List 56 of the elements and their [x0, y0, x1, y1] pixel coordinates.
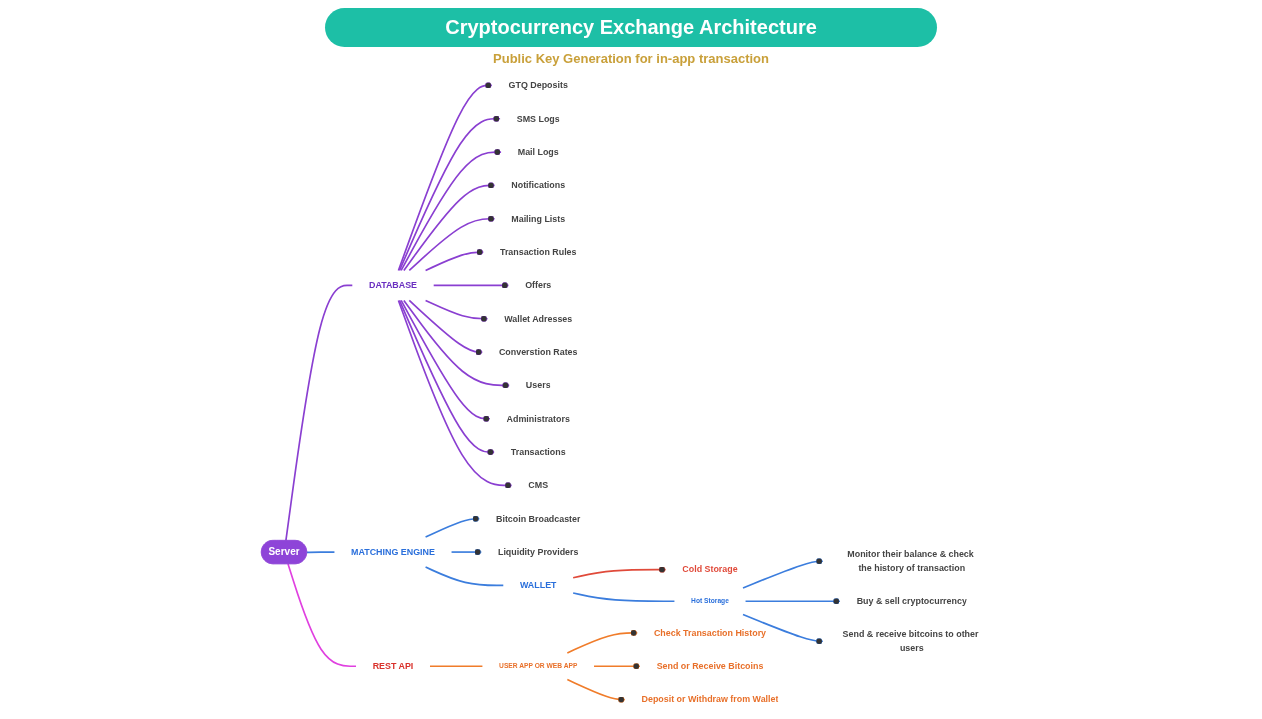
connector: [403, 299, 511, 389]
connector: [450, 548, 483, 556]
title-banner: Cryptocurrency Exchange Architecture: [325, 8, 937, 47]
connector: [398, 115, 501, 272]
connector: [742, 557, 824, 589]
connector: [397, 299, 513, 489]
note: Public Key Generation for in-app transaction: [493, 51, 769, 66]
node-text: Mail Logs: [517, 147, 559, 157]
connector: [306, 551, 336, 554]
connector: [429, 665, 484, 668]
node-text: Transactions: [510, 447, 566, 457]
connector: [424, 248, 485, 272]
node-text: DATABASE: [368, 280, 418, 290]
node-text: MATCHING ENGINE: [351, 547, 435, 557]
connector: [403, 182, 496, 272]
connector: [400, 299, 491, 423]
connector: [400, 148, 502, 272]
node-text: Buy & sell cryptocurrency: [856, 596, 967, 606]
connector: [572, 566, 667, 579]
node-text: Converstion Rates: [498, 347, 578, 357]
node-text: Send or Receive Bitcoins: [656, 661, 764, 671]
connector: [424, 515, 481, 538]
connector: [742, 613, 824, 645]
node-text: Monitor their balance & check the history of transaction: [847, 549, 974, 573]
connector: [285, 284, 354, 542]
connector: [566, 629, 639, 654]
connector: [424, 299, 489, 323]
node-text: REST API: [372, 661, 414, 671]
connector: [408, 299, 484, 356]
node-text: Cold Storage: [682, 564, 738, 575]
node-text: Notifications: [511, 180, 566, 190]
connector: [408, 215, 496, 272]
node-text: Administrators: [506, 413, 570, 424]
node-text: CMS: [528, 480, 549, 490]
node-text: Bitcoin Broadcaster: [495, 513, 581, 524]
connector: [432, 282, 510, 289]
node-text: SMS Logs: [516, 113, 560, 124]
node-text: Mailing Lists: [511, 213, 566, 224]
node-text: WALLET: [519, 580, 557, 590]
connector: [566, 678, 626, 703]
node-text: Users: [525, 380, 551, 390]
node-text: Deposit or Withdraw from Wallet: [641, 694, 779, 704]
connector: [572, 592, 676, 603]
node-text: Liquidity Providers: [497, 547, 579, 557]
node-text: Send & receive bitcoins to other users: [842, 629, 979, 653]
connector: [424, 566, 505, 587]
connector: [744, 597, 841, 605]
connector: [593, 662, 641, 670]
node-text: Wallet Adresses: [504, 313, 573, 324]
connector: [287, 563, 357, 668]
node-text: Offers: [525, 280, 552, 290]
connector: [398, 299, 495, 456]
node-text: Check Transaction History: [653, 627, 767, 638]
connector: [397, 82, 493, 272]
node-text: GTQ Deposits: [508, 80, 568, 90]
node-text: Transaction Rules: [499, 247, 577, 257]
